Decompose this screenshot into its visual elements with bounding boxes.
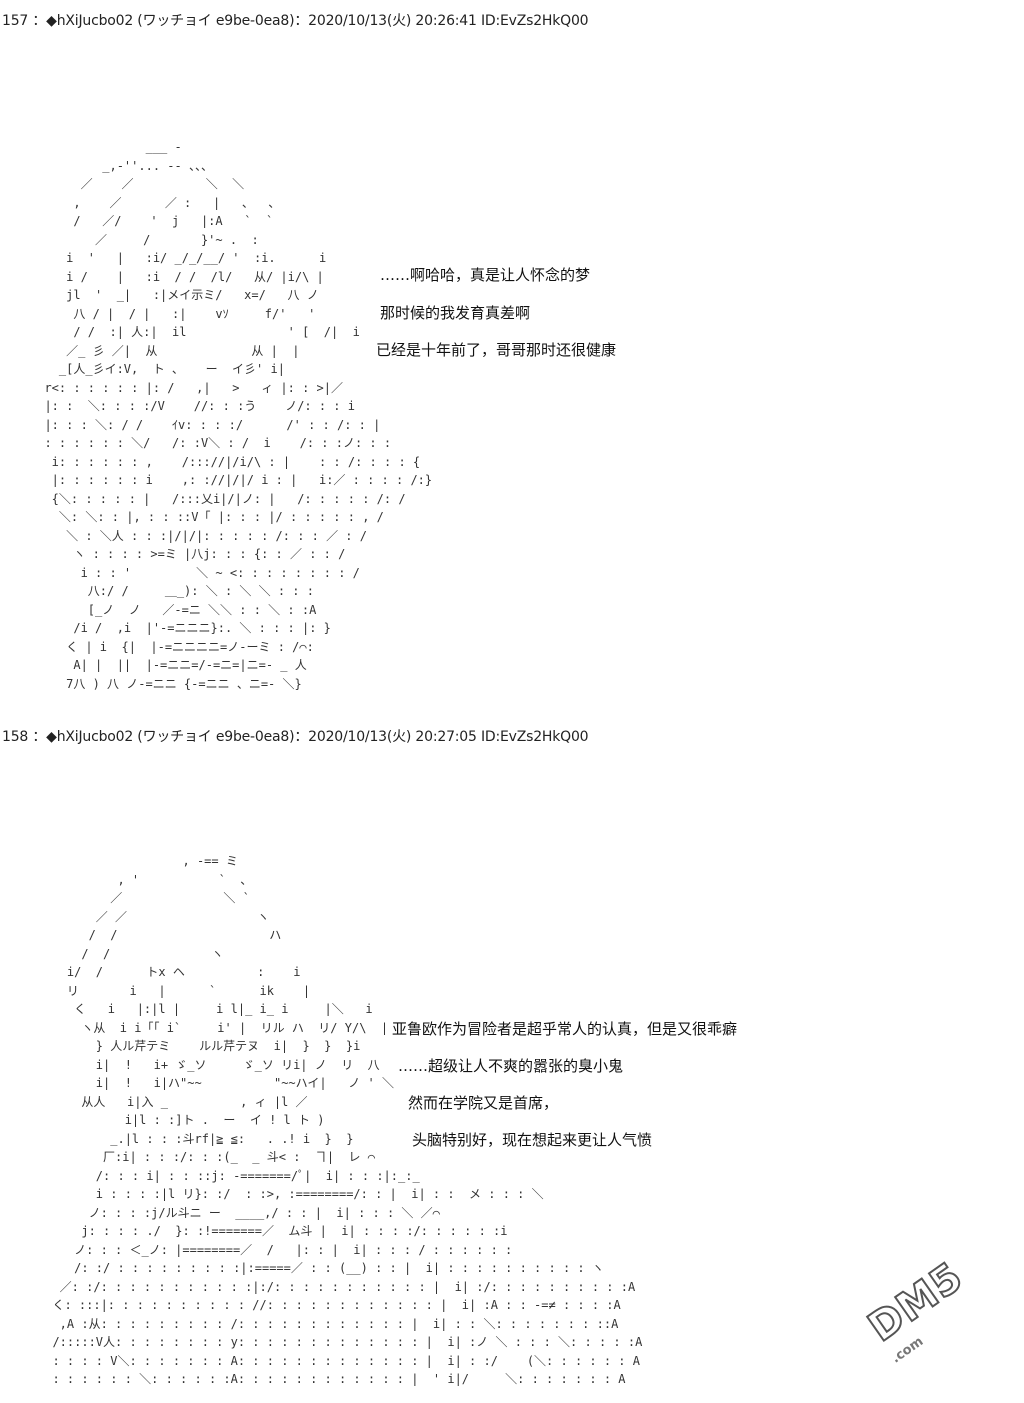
post-header: 158 ：◆hXiJucbo02 (ワッチョイ e9be-0ea8)：2020/… <box>2 729 589 745</box>
ascii-art-figure: , -== ミ , ' ` 、 ／ ＼ ` ／ ／ ヽ / / ハ / / ヽ … <box>52 854 643 1386</box>
dialogue-line: ……啊哈哈，真是让人怀念的梦 <box>380 266 591 284</box>
post-header: 157 ：◆hXiJucbo02 (ワッチョイ e9be-0ea8)：2020/… <box>2 13 589 29</box>
dialogue-line: 已经是十年前了，哥哥那时还很健康 <box>376 341 617 359</box>
dialogue-line: 那时候的我发育真差啊 <box>380 304 531 322</box>
dialogue-line: 亚鲁欧作为冒险者是超乎常人的认真，但是又很乖癖 <box>392 1020 738 1038</box>
dm5-watermark-logo: DM5 .com <box>859 1239 1024 1403</box>
dialogue-line: 头脑特别好，现在想起来更让人气愤 <box>412 1131 653 1149</box>
dialogue-line: ……超级让人不爽的嚣张的臭小鬼 <box>398 1057 624 1075</box>
dialogue-line: 然而在学院又是首席， <box>408 1094 559 1112</box>
ascii-art-figure: ___ - _,-''... -‐ 、、、 ／ ／ ＼ ＼ , ／ ／ : | … <box>44 140 433 691</box>
